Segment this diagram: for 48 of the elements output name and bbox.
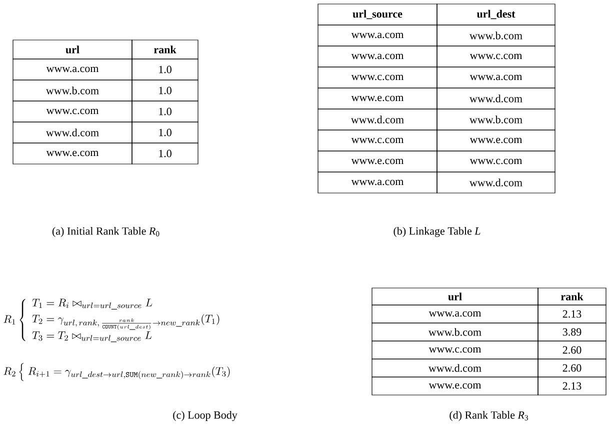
- header-cell: url_source: [318, 4, 438, 26]
- table-cell: www.e.com: [318, 150, 438, 172]
- header-cell: rank: [538, 288, 606, 306]
- table-cell: 3.89: [538, 322, 606, 342]
- table-cell: 1.0: [132, 142, 198, 164]
- table-cell: www.e.com: [436, 130, 556, 152]
- table-cell: 1.0: [132, 80, 198, 102]
- formula: $R_2 \left\{\; R_{i+1} = \gamma_{url\_dest\rightarrow url,\mathtt{SUM}(new\_rank)\rightarrow rank}(T_3)\right.$: [4, 363, 230, 381]
- table-cell: www.a.com: [318, 24, 438, 46]
- caption: (a) Initial Rank Table R$_{0}$: [52, 227, 160, 237]
- table-cell: www.d.com: [318, 108, 438, 130]
- table-cell: 1.0: [132, 100, 198, 122]
- table-cell: 2.60: [538, 358, 606, 378]
- table-cell: www.c.com: [372, 340, 538, 360]
- table-cell: www.c.com: [12, 100, 132, 122]
- table-cell: 1.0: [132, 58, 198, 80]
- table-cell: www.e.com: [372, 376, 538, 396]
- table-cell: www.d.com: [436, 88, 556, 110]
- caption: (d) Rank Table R$_{3}$: [450, 411, 528, 421]
- table-cell: www.a.com: [372, 304, 538, 324]
- header-cell: rank: [132, 40, 198, 60]
- table-cell: www.e.com: [12, 142, 132, 164]
- caption: (b) Linkage Table L: [394, 227, 480, 237]
- table-cell: 2.13: [538, 304, 606, 324]
- table-cell: 2.13: [538, 376, 606, 396]
- header-cell: url_dest: [436, 4, 556, 26]
- table-cell: www.a.com: [318, 172, 438, 194]
- table-cell: www.d.com: [12, 122, 132, 144]
- table-cell: www.a.com: [12, 58, 132, 80]
- table-cell: www.b.com: [436, 108, 556, 130]
- header-cell: url: [12, 40, 132, 60]
- formula: $R_1 \left\{\begin{array}{l} T_1 = R_i \bowtie_{url=url\_source} L \\[3pt] T_2 = \gamma_{url,\,rank,\,\frac{rank}{\mathtt{COUNT}(url\_dest)}\rightarrow new\_rank}(T_1) \\[3pt] T_3 = T_2 \bowtie_{url=url\_source} L \end{array}\right.$: [4, 298, 220, 342]
- table-cell: 2.60: [538, 340, 606, 360]
- caption: (c) Loop Body: [173, 411, 238, 421]
- table-cell: www.e.com: [318, 88, 438, 110]
- table-cell: 1.0: [132, 122, 198, 144]
- table-cell: www.a.com: [436, 66, 556, 88]
- table-cell: www.b.com: [372, 322, 538, 342]
- table-cell: www.b.com: [12, 80, 132, 102]
- table-cell: www.c.com: [318, 66, 438, 88]
- table-cell: www.c.com: [436, 150, 556, 172]
- table-cell: www.d.com: [372, 358, 538, 378]
- table-cell: www.a.com: [318, 46, 438, 68]
- table-cell: www.d.com: [436, 172, 556, 194]
- header-cell: url: [372, 288, 538, 306]
- table-cell: www.c.com: [318, 130, 438, 152]
- table-cell: www.b.com: [436, 24, 556, 46]
- table-cell: www.c.com: [436, 46, 556, 68]
